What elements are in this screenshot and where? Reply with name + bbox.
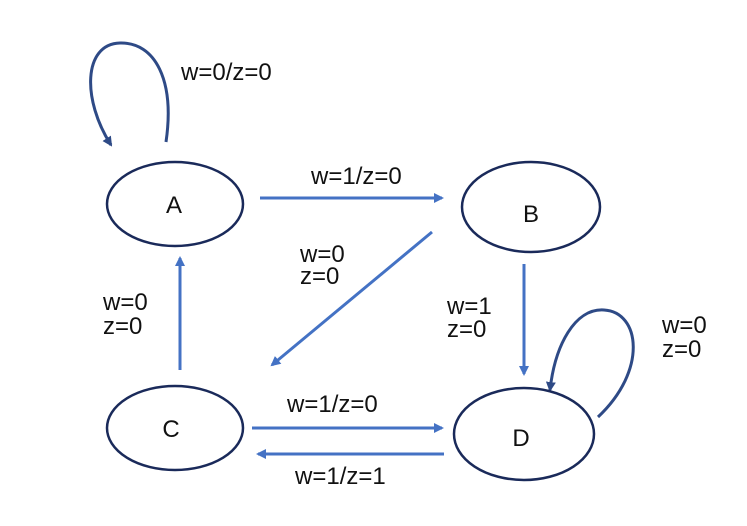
label-b-to-c-line-2: z=0 <box>300 263 339 290</box>
label-b-to-d: w=1 z=0 <box>446 293 498 343</box>
label-d-self: w=0 z=0 <box>661 312 713 363</box>
state-c-label: C <box>162 416 179 443</box>
state-c: C <box>105 384 245 472</box>
label-c-to-a-line-2: z=0 <box>103 313 142 340</box>
label-a-self: w=0/z=0 <box>180 59 272 86</box>
self-loop-a <box>89 41 170 147</box>
label-d-self-line-2: z=0 <box>662 336 701 363</box>
label-b-to-d-line-1: w=1 <box>446 293 492 320</box>
label-c-to-a-line-1: w=0 <box>102 289 148 316</box>
label-d-to-c: w=1/z=1 <box>294 463 386 490</box>
state-a: A <box>105 160 245 248</box>
label-d-self-line-1: w=0 <box>661 312 707 339</box>
state-d-label: D <box>512 425 529 452</box>
state-d: D <box>452 386 596 482</box>
label-b-to-d-line-2: z=0 <box>447 316 486 343</box>
state-b-label: B <box>523 201 539 228</box>
label-b-to-c-line-1: w=0 <box>299 241 345 268</box>
state-a-label: A <box>166 192 182 219</box>
label-b-to-c: w=0 z=0 <box>299 241 351 290</box>
label-c-to-a: w=0 z=0 <box>102 289 154 340</box>
edge-b-to-c <box>270 230 433 367</box>
label-c-to-d: w=1/z=0 <box>286 391 378 418</box>
self-loop-d <box>545 308 635 419</box>
label-a-to-b: w=1/z=0 <box>310 163 402 190</box>
state-b: B <box>460 160 602 254</box>
